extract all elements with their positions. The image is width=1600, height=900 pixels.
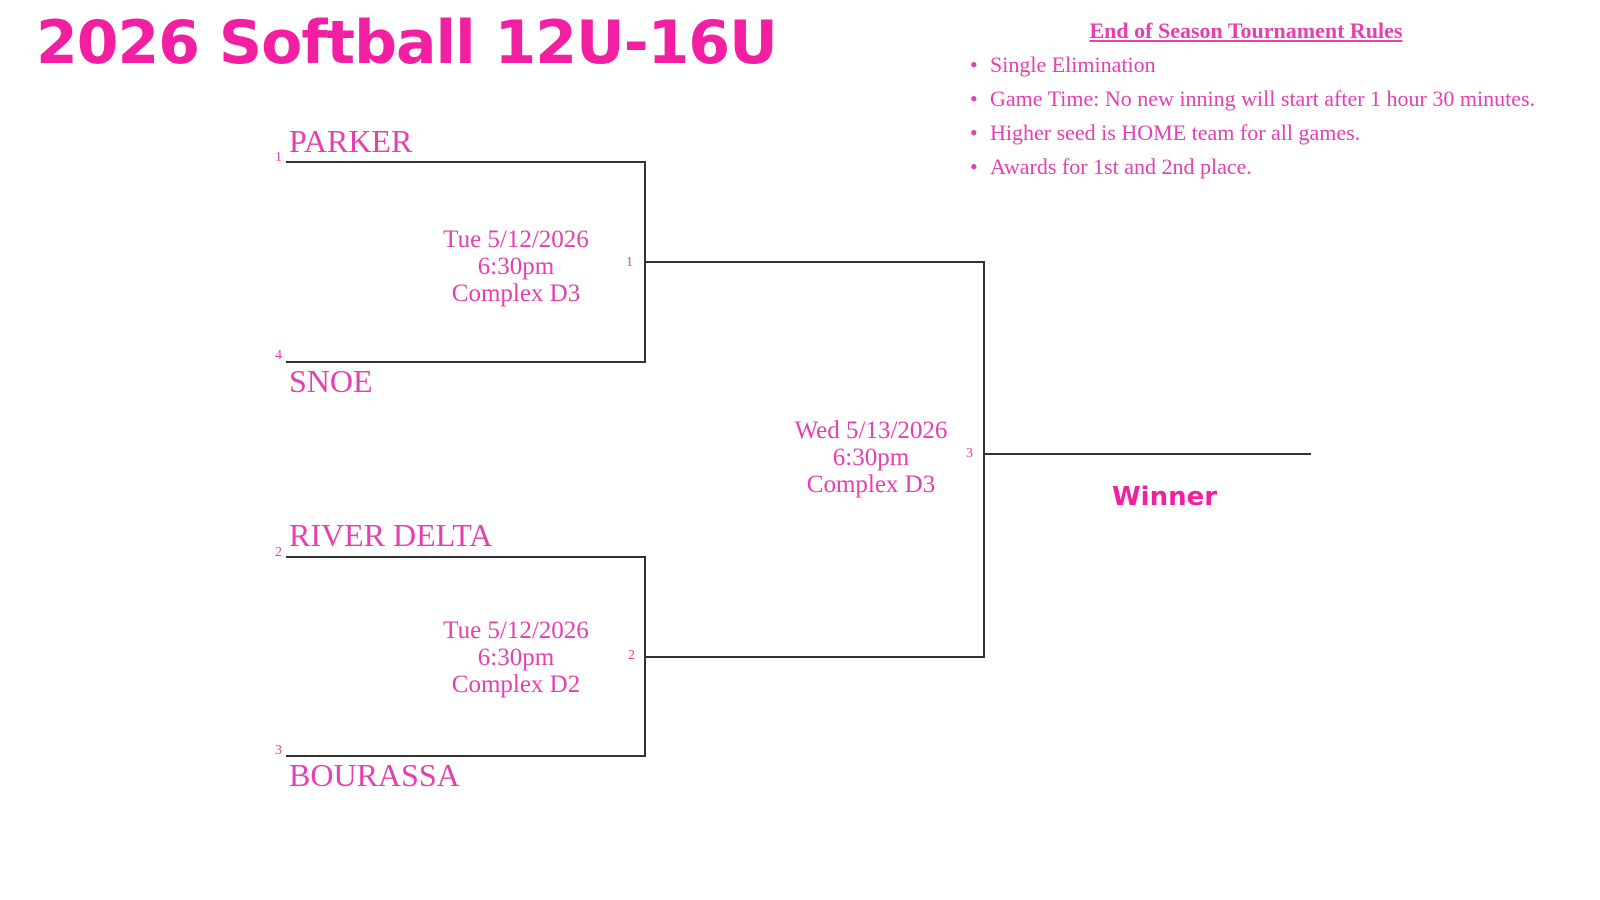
seed-number: 1 bbox=[275, 150, 282, 165]
team-name: RIVER DELTA bbox=[289, 517, 493, 553]
game-time: 6:30pm bbox=[477, 644, 555, 671]
game-day: Tue 5/12/2026 bbox=[443, 617, 589, 644]
rules-list: •Single Elimination •Game Time: No new i… bbox=[966, 48, 1596, 184]
bullet-icon: • bbox=[970, 154, 978, 179]
game-info: Tue 5/12/2026 6:30pm Complex D2 bbox=[416, 617, 616, 698]
game-location: Complex D3 bbox=[806, 471, 936, 498]
bracket-line-team-3 bbox=[286, 755, 646, 757]
bullet-icon: • bbox=[970, 120, 978, 145]
rules-heading: End of Season Tournament Rules bbox=[1089, 18, 1403, 43]
game-day: Wed 5/13/2026 bbox=[794, 417, 948, 444]
team-name: PARKER bbox=[289, 123, 413, 159]
seed-number: 3 bbox=[275, 743, 282, 758]
game-number: 3 bbox=[966, 446, 973, 461]
game-location: Complex D2 bbox=[451, 671, 581, 698]
team-name: SNOE bbox=[289, 363, 373, 399]
bracket-line-team-2 bbox=[286, 556, 646, 558]
game-info: Tue 5/12/2026 6:30pm Complex D3 bbox=[416, 226, 616, 307]
game-number: 2 bbox=[628, 648, 635, 663]
bracket-line-game-2-winner bbox=[646, 656, 985, 658]
game-time: 6:30pm bbox=[477, 253, 555, 280]
game-number: 1 bbox=[626, 255, 633, 270]
bracket-connector-game-1 bbox=[644, 161, 646, 363]
bracket-line-game-1-winner bbox=[646, 261, 985, 263]
page-title: 2026 Softball 12U-16U bbox=[36, 8, 778, 78]
rule-item: •Single Elimination bbox=[966, 48, 1596, 82]
bracket-line-team-4 bbox=[286, 361, 646, 363]
team-name: BOURASSA bbox=[289, 757, 460, 793]
bracket-line-team-1 bbox=[286, 161, 646, 163]
game-day: Tue 5/12/2026 bbox=[443, 226, 589, 253]
bracket-connector-game-2 bbox=[644, 556, 646, 757]
bracket-connector-game-3 bbox=[983, 261, 985, 658]
bracket-line-champion bbox=[985, 453, 1311, 455]
seed-number: 4 bbox=[275, 348, 282, 363]
game-time: 6:30pm bbox=[832, 444, 910, 471]
seed-number: 2 bbox=[275, 545, 282, 560]
bullet-icon: • bbox=[970, 52, 978, 77]
rule-item: •Awards for 1st and 2nd place. bbox=[966, 150, 1596, 184]
game-info: Wed 5/13/2026 6:30pm Complex D3 bbox=[766, 417, 976, 498]
winner-label: Winner bbox=[1112, 482, 1218, 512]
rules-panel: End of Season Tournament Rules •Single E… bbox=[966, 18, 1596, 184]
rule-item: •Game Time: No new inning will start aft… bbox=[966, 82, 1596, 116]
game-location: Complex D3 bbox=[451, 280, 581, 307]
bullet-icon: • bbox=[970, 86, 978, 111]
rule-item: •Higher seed is HOME team for all games. bbox=[966, 116, 1596, 150]
